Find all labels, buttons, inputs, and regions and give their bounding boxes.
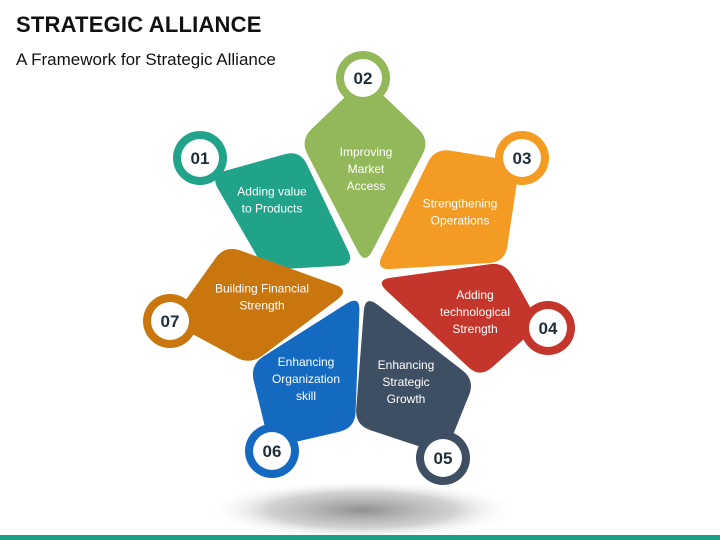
badge-number-07: 07 (161, 312, 180, 331)
slide-title: STRATEGIC ALLIANCE (16, 12, 262, 37)
petal-01 (215, 153, 351, 270)
petal-04 (381, 263, 536, 373)
badge-number-05: 05 (434, 449, 453, 468)
badge-disc-05 (424, 439, 462, 477)
bottom-accent-bar (0, 535, 720, 540)
petal-06 (252, 300, 360, 446)
badge-number-02: 02 (354, 69, 373, 88)
badge-disc-07 (151, 302, 189, 340)
petal-03 (379, 150, 518, 270)
badge-number-03: 03 (513, 149, 532, 168)
badge-disc-01 (181, 139, 219, 177)
floor-shadow (207, 480, 517, 540)
badge-disc-06 (253, 432, 291, 470)
badge-number-01: 01 (191, 149, 210, 168)
badge-disc-02 (344, 59, 382, 97)
slide-subtitle: A Framework for Strategic Alliance (16, 50, 276, 69)
petal-07 (175, 248, 344, 361)
petal-05 (356, 301, 471, 452)
badge-disc-04 (529, 309, 567, 347)
badge-number-06: 06 (263, 442, 282, 461)
badge-number-04: 04 (539, 319, 558, 338)
badge-disc-03 (503, 139, 541, 177)
petal-02 (304, 83, 426, 258)
